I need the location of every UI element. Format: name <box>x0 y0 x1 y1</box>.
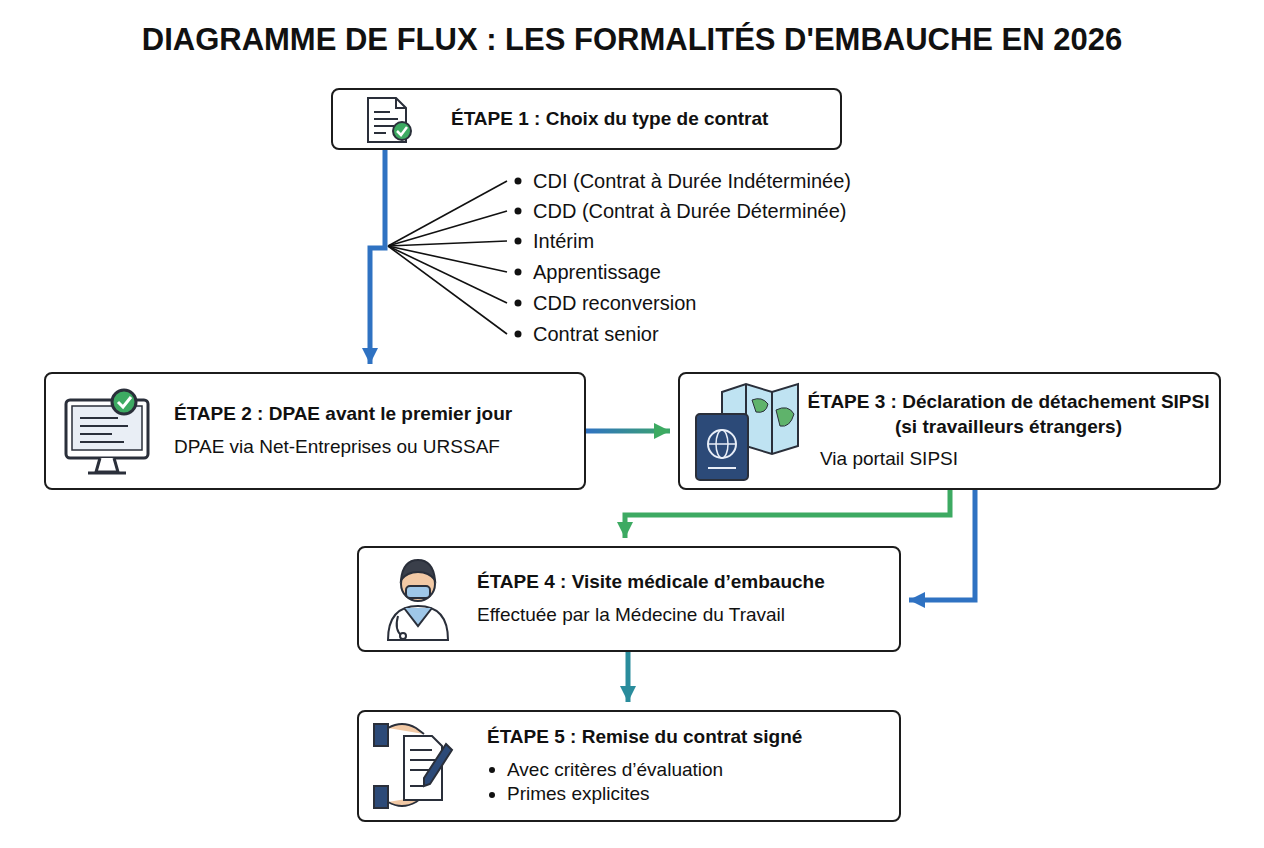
contract-type-label: Contrat senior <box>533 322 659 346</box>
step-title: ÉTAPE 2 : DPAE avant le premier jour <box>174 402 574 427</box>
step-detail: Via portail SIPSI <box>806 447 1211 472</box>
bullet-dot <box>489 792 495 798</box>
step-box: ÉTAPE 5 : Remise du contrat signéAvec cr… <box>357 710 901 822</box>
bullet-text: Avec critères d’évaluation <box>507 758 723 783</box>
bullet-text: Primes explicites <box>507 782 650 807</box>
list-dot <box>515 269 522 276</box>
map-passport-icon <box>696 384 798 480</box>
doctor-icon <box>388 560 448 640</box>
contract-type-label: Intérim <box>533 229 594 253</box>
contract-hands-icon <box>374 724 452 808</box>
list-dot <box>515 331 522 338</box>
step-title: ÉTAPE 1 : Choix du type de contrat <box>451 107 830 132</box>
flow-arrow <box>626 652 631 702</box>
bullet-dot <box>489 767 495 773</box>
flow-arrow <box>625 490 950 538</box>
step-box: ÉTAPE 2 : DPAE avant le premier jourDPAE… <box>44 372 586 490</box>
leader-line <box>388 181 507 246</box>
leader-line <box>388 241 507 246</box>
list-dot <box>515 300 522 307</box>
list-dot <box>515 178 522 185</box>
contract-type-label: Apprentissage <box>533 260 661 284</box>
contract-type-label: CDD reconversion <box>533 291 696 315</box>
bullet-row: Avec critères d’évaluation <box>485 758 889 783</box>
leader-line <box>388 211 507 246</box>
document-icon <box>368 98 411 142</box>
step-title: ÉTAPE 5 : Remise du contrat signé <box>487 725 889 750</box>
fan-lines <box>388 178 522 338</box>
bullet-row: Primes explicites <box>485 782 889 807</box>
flow-arrow <box>586 429 670 434</box>
step-detail: DPAE via Net-Entreprises ou URSSAF <box>174 435 574 460</box>
contract-type-label: CDD (Contrat à Durée Déterminée) <box>533 199 846 223</box>
step-title: ÉTAPE 3 : Déclaration de détachement SIP… <box>806 390 1211 439</box>
leader-line <box>388 246 507 334</box>
flow-arrow <box>370 150 385 364</box>
diagram-title: DIAGRAMME DE FLUX : LES FORMALITÉS D'EMB… <box>0 22 1264 58</box>
list-dot <box>515 208 522 215</box>
list-dot <box>515 238 522 245</box>
leader-line <box>388 246 507 303</box>
flow-arrow <box>909 490 975 600</box>
contract-type-label: CDI (Contrat à Durée Indéterminée) <box>533 169 851 193</box>
step-box: ÉTAPE 3 : Déclaration de détachement SIP… <box>678 372 1221 490</box>
monitor-icon <box>66 390 148 473</box>
step-box: ÉTAPE 1 : Choix du type de contrat <box>331 88 842 150</box>
step-detail: Effectuée par la Médecine du Travail <box>477 603 889 628</box>
step-box: ÉTAPE 4 : Visite médicale d’embaucheEffe… <box>357 546 901 652</box>
step-title: ÉTAPE 4 : Visite médicale d’embauche <box>477 570 889 595</box>
